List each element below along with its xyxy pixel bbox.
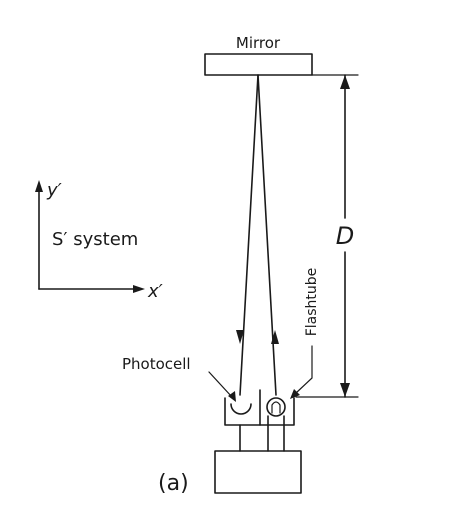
photocell-label: Photocell <box>122 355 191 373</box>
y-axis-label: y′ <box>46 180 62 201</box>
ray-up <box>257 74 277 396</box>
photocell-cup <box>230 403 252 415</box>
ray-down-arrowhead <box>236 330 244 344</box>
x-axis-arrowhead <box>133 285 145 293</box>
photocell-leader <box>208 371 233 398</box>
y-axis-arrowhead <box>35 180 43 192</box>
mirror <box>204 53 313 76</box>
mirror-label: Mirror <box>236 34 281 52</box>
flashtube-filament <box>271 401 281 414</box>
flashtube-bulb <box>266 397 286 417</box>
x-axis-label: x′ <box>147 281 163 302</box>
photocell-leader-arrowhead <box>228 391 236 402</box>
flashtube-leader <box>295 345 313 394</box>
ray-up-arrowhead <box>271 330 279 344</box>
dimension-arrowhead-top <box>340 75 350 89</box>
system-label: S′ system <box>52 229 138 250</box>
base-unit <box>214 450 302 494</box>
panel-label: (a) <box>158 471 189 496</box>
flashtube-label: Flashtube <box>304 268 320 337</box>
distance-label: D <box>336 222 354 250</box>
flashtube-leader-arrowhead <box>290 389 300 399</box>
ray-down <box>239 74 259 396</box>
dimension-arrowhead-bottom <box>340 383 350 397</box>
